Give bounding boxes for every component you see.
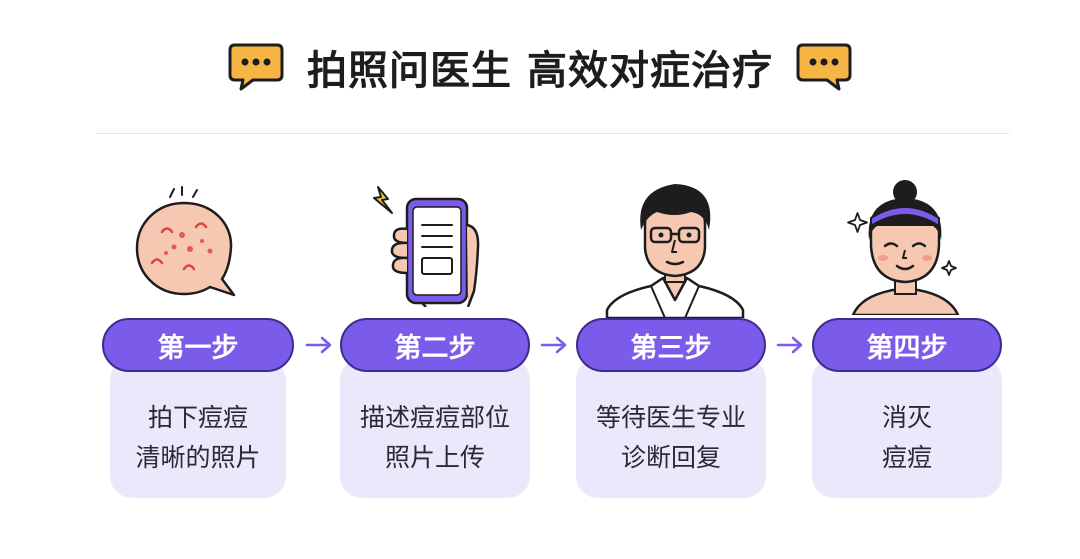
chat-bubble-icon <box>796 43 852 91</box>
page-title: 拍照问医生 高效对症治疗 <box>307 48 773 94</box>
step-description-line: 等待医生专业 <box>595 403 746 432</box>
step-card-4: 消灭 痘痘 <box>812 358 1002 498</box>
acne-face-icon <box>135 186 236 297</box>
divider <box>96 133 1010 134</box>
clear-skin-face-icon <box>847 180 960 315</box>
step-label-4: 第四步 <box>812 318 1002 372</box>
header: 拍照问医生 高效对症治疗 <box>0 32 1080 102</box>
step-description-line: 消灭 <box>881 403 932 432</box>
step-description-line: 拍下痘痘 <box>147 403 248 432</box>
step-label-3: 第三步 <box>576 318 766 372</box>
step-card-1: 拍下痘痘 清晰的照片 <box>110 358 286 498</box>
arrow-right-icon <box>776 336 803 354</box>
phone-in-hand-icon <box>373 186 480 307</box>
step-description-line: 痘痘 <box>881 443 932 472</box>
step-description: 等待医生专业 诊断回复 <box>576 398 766 478</box>
step-label-1: 第一步 <box>102 318 294 372</box>
step-card-3: 等待医生专业 诊断回复 <box>576 358 766 498</box>
step-description-line: 清晰的照片 <box>135 443 261 472</box>
step-card-2: 描述痘痘部位 照片上传 <box>340 358 530 498</box>
step-description-line: 诊断回复 <box>620 443 721 472</box>
step-description-line: 照片上传 <box>384 443 485 472</box>
chat-bubble-icon <box>228 43 284 91</box>
step-label-2: 第二步 <box>340 318 530 372</box>
step-description: 消灭 痘痘 <box>812 398 1002 478</box>
arrow-right-icon <box>305 336 332 354</box>
step-description: 拍下痘痘 清晰的照片 <box>110 398 286 478</box>
arrow-right-icon <box>540 336 567 354</box>
step-description-line: 描述痘痘部位 <box>359 403 510 432</box>
doctor-icon <box>605 184 745 318</box>
step-description: 描述痘痘部位 照片上传 <box>340 398 530 478</box>
